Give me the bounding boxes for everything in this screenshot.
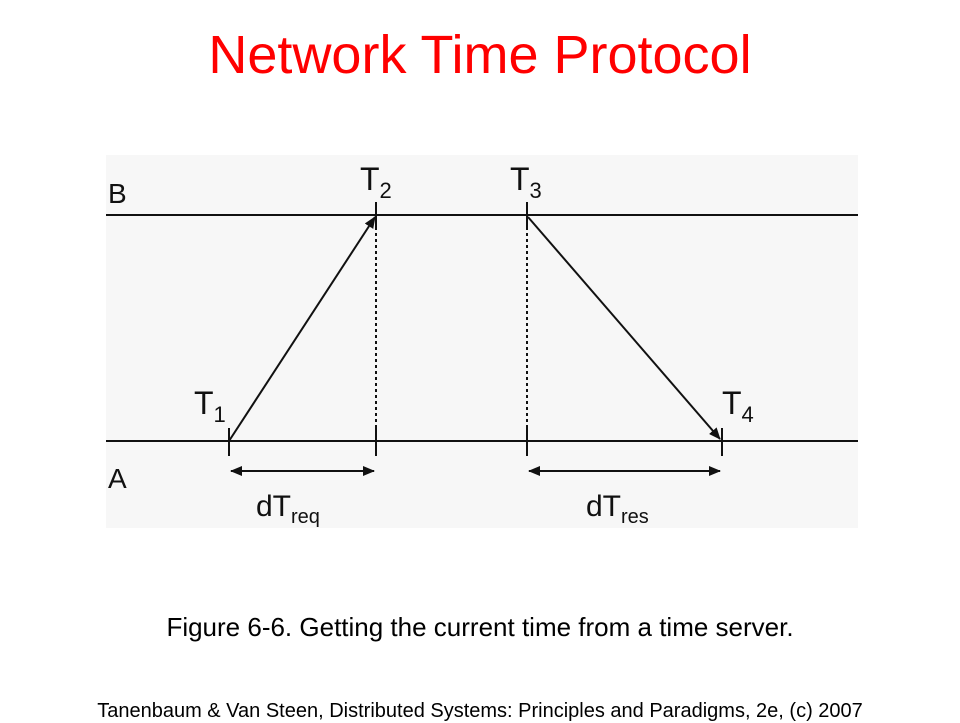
- label-t4: T4: [722, 385, 754, 427]
- slide-footer: Tanenbaum & Van Steen, Distributed Syste…: [97, 700, 863, 722]
- label-dt-res: dTres: [586, 490, 649, 528]
- label-dt-res-base: dT: [586, 490, 621, 523]
- label-dt-req: dTreq: [256, 490, 320, 528]
- label-t4-base: T: [722, 385, 742, 421]
- label-t2: T2: [360, 161, 392, 203]
- label-t1-base: T: [194, 385, 214, 421]
- response-message-arrow: [527, 216, 721, 440]
- label-t1: T1: [194, 385, 226, 427]
- label-dt-req-base: dT: [256, 490, 291, 523]
- label-t3: T3: [510, 161, 542, 203]
- label-dt-res-sub: res: [621, 506, 649, 528]
- figure-caption: Figure 6-6. Getting the current time fro…: [166, 612, 794, 642]
- label-t2-base: T: [360, 161, 380, 197]
- axis-b-label: B: [108, 178, 127, 209]
- label-t3-sub: 3: [530, 178, 542, 203]
- request-message-arrow: [228, 216, 376, 442]
- label-t4-sub: 4: [742, 402, 754, 427]
- slide-title: Network Time Protocol: [208, 25, 752, 85]
- label-t2-sub: 2: [380, 178, 392, 203]
- label-dt-req-sub: req: [291, 506, 320, 528]
- label-t3-base: T: [510, 161, 530, 197]
- diagram-background: [106, 155, 858, 528]
- label-t1-sub: 1: [214, 402, 226, 427]
- axis-a-label: A: [108, 463, 127, 494]
